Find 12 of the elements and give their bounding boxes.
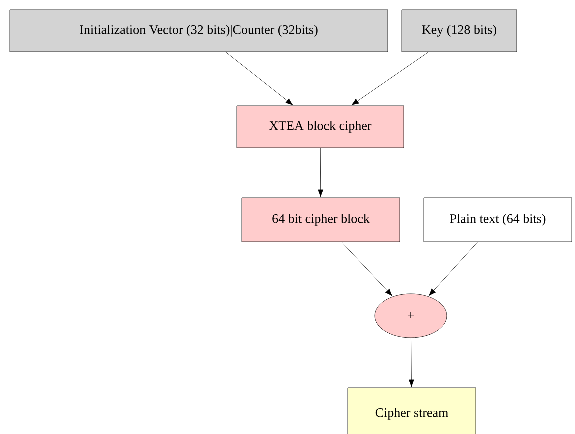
- process-box: XTEA block cipher: [236, 106, 404, 148]
- arrow: [342, 242, 393, 296]
- process-box: Cipher stream: [348, 388, 476, 434]
- arrow: [352, 52, 429, 106]
- process-box: 64 bit cipher block: [242, 198, 400, 242]
- process-box: Plain text (64 bits): [424, 198, 572, 242]
- arrow: [318, 148, 324, 198]
- arrow: [408, 338, 414, 388]
- process-box: Key (128 bits): [402, 10, 518, 52]
- arrow: [428, 242, 478, 296]
- process-box: Initialization Vector (32 bits)|Counter (32bits): [10, 10, 388, 52]
- arrow: [226, 52, 294, 106]
